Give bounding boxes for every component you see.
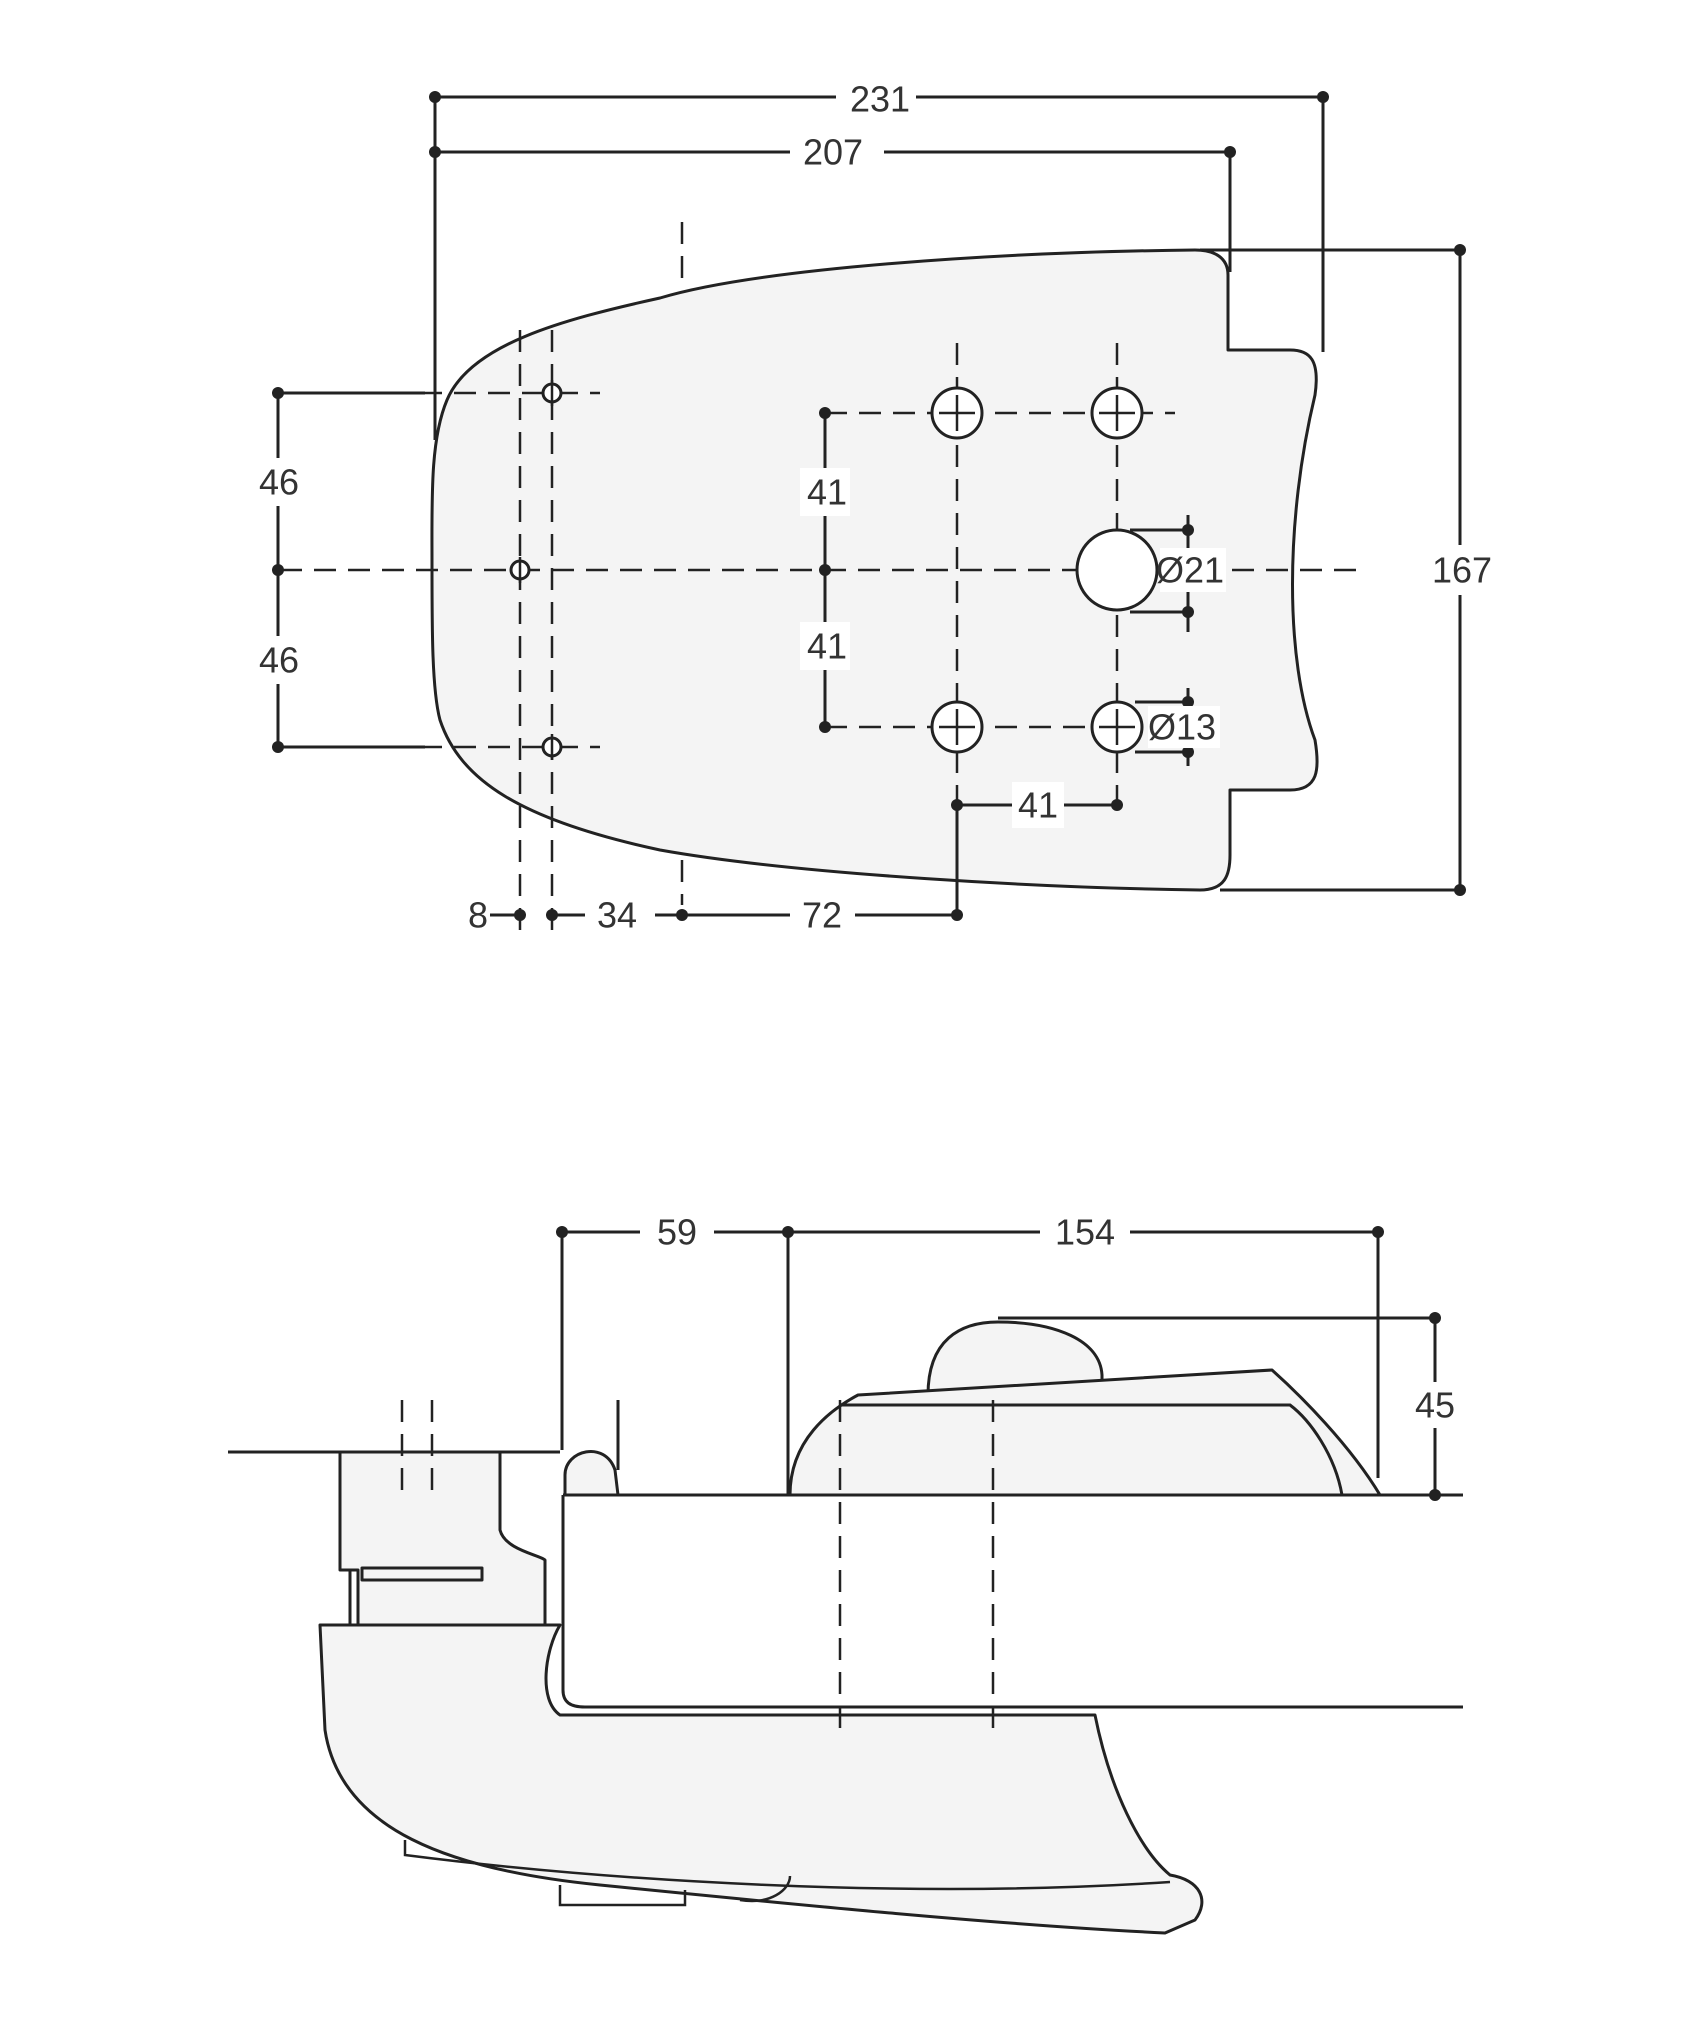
side-view: 59 154 45 bbox=[228, 1210, 1465, 1935]
side-view-dome bbox=[926, 1320, 1104, 1397]
side-view-bumper bbox=[563, 1450, 620, 1497]
dimension-45: 45 bbox=[998, 1312, 1465, 1501]
dim-label-diameter-21: Ø21 bbox=[1156, 550, 1224, 591]
dim-label-46-upper: 46 bbox=[259, 462, 299, 503]
dimension-231: 231 bbox=[429, 74, 1329, 440]
side-view-cover bbox=[788, 1368, 1382, 1497]
side-view-seal-strip bbox=[360, 1566, 484, 1582]
dim-label-59: 59 bbox=[657, 1212, 697, 1253]
dimension-154: 154 bbox=[788, 1210, 1384, 1478]
side-view-panel-fill bbox=[563, 1495, 1463, 1707]
dim-label-41-lower: 41 bbox=[807, 626, 847, 667]
side-view-lower-housing-detail bbox=[403, 1840, 1171, 1891]
side-view-latch bbox=[739, 1875, 792, 1903]
dimension-diameter-21: Ø21 bbox=[1130, 515, 1226, 632]
dim-label-46-lower: 46 bbox=[259, 640, 299, 681]
dimension-59: 59 bbox=[556, 1210, 794, 1495]
dimension-bottom-chain: 8 34 72 bbox=[468, 805, 963, 936]
dim-label-diameter-13: Ø13 bbox=[1148, 707, 1216, 748]
side-view-lower-housing bbox=[318, 1623, 1204, 1935]
side-view-bracket bbox=[338, 1450, 547, 1627]
screw-hole-crosses bbox=[518, 380, 554, 760]
dimension-46-pair: 46 46 bbox=[248, 387, 425, 753]
dimension-41-vertical-pair: 41 41 bbox=[800, 407, 850, 733]
dim-label-45: 45 bbox=[1415, 1385, 1455, 1426]
dim-label-41-upper: 41 bbox=[807, 472, 847, 513]
dim-label-41-horizontal: 41 bbox=[1018, 785, 1058, 826]
dim-label-34: 34 bbox=[597, 895, 637, 936]
dim-label-72: 72 bbox=[802, 895, 842, 936]
dimension-diameter-13: Ø13 bbox=[1135, 688, 1220, 766]
top-view: 231 207 167 46 bbox=[248, 74, 1495, 940]
side-view-foot bbox=[558, 1885, 687, 1907]
large-center-hole bbox=[1075, 528, 1159, 612]
dimension-41-horizontal: 41 bbox=[951, 782, 1123, 828]
dim-label-154: 154 bbox=[1055, 1212, 1115, 1253]
dim-label-231: 231 bbox=[850, 79, 910, 120]
hole-crosses bbox=[939, 395, 1135, 745]
dim-label-167: 167 bbox=[1432, 550, 1492, 591]
dim-label-207: 207 bbox=[803, 132, 863, 173]
dimension-207: 207 bbox=[429, 129, 1236, 272]
side-view-cover-inner-line bbox=[840, 1403, 1344, 1496]
side-view-panel-left-edge bbox=[561, 1495, 586, 1709]
dim-label-8: 8 bbox=[468, 895, 488, 936]
dimension-167: 167 bbox=[1200, 244, 1495, 896]
